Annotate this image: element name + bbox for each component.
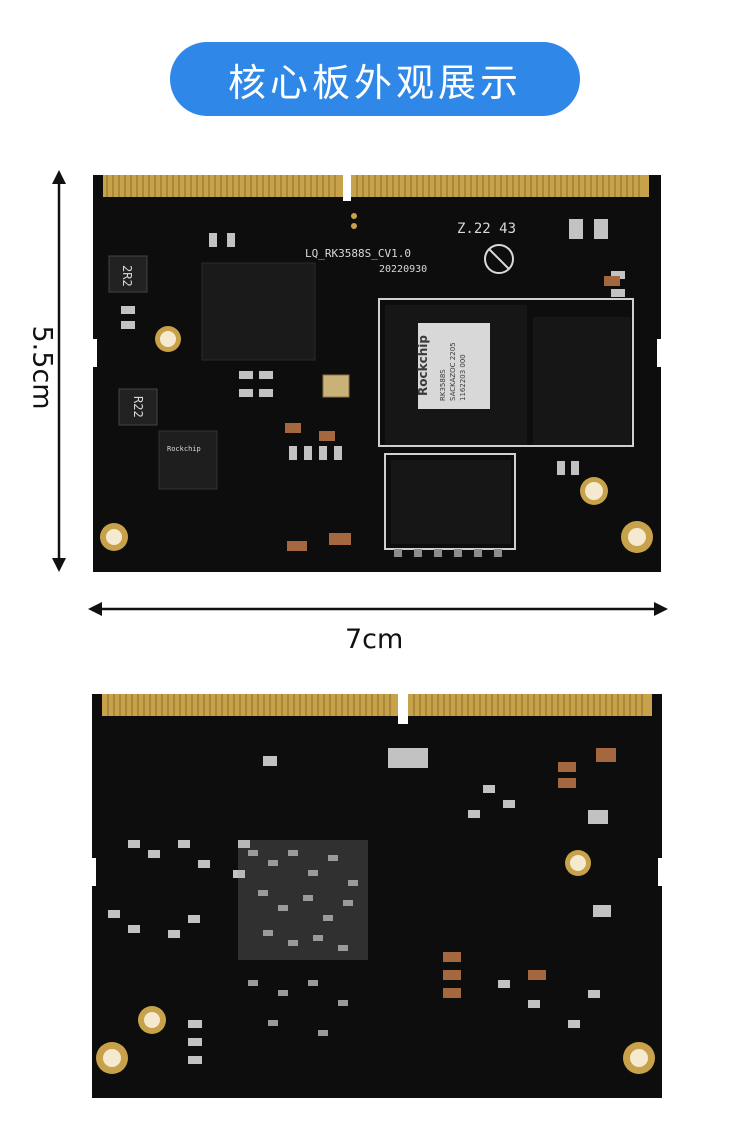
height-dimension-arrow: [52, 170, 66, 572]
inductor-2r2-text: 2R2: [120, 265, 134, 287]
soc-line2-text: SACKAZOC 2205: [449, 342, 457, 401]
no-lead-icon: [484, 244, 514, 274]
board-date-text: 20220930: [379, 264, 427, 275]
board-lot-text: Z.22 43: [457, 221, 516, 237]
top-board-drawing: Rockchip RK3588S SACKAZOC 2205 1162203 0…: [93, 175, 661, 572]
board-model-text: LQ_RK3588S_CV1.0: [305, 247, 411, 260]
core-board-top-view: Rockchip RK3588S SACKAZOC 2205 1162203 0…: [89, 171, 665, 576]
width-label: 7cm: [345, 624, 404, 655]
page-title: 核心板外观展示: [170, 42, 580, 116]
bottom-board-drawing: [92, 694, 662, 1098]
inductor-r22-text: R22: [131, 396, 145, 418]
soc-line1-text: RK3588S: [439, 369, 447, 401]
core-board-bottom-view: [88, 690, 666, 1102]
soc-line3-text: 1162203 000: [459, 354, 467, 401]
height-label: 5.5cm: [26, 325, 58, 410]
width-dimension-arrow: [88, 602, 668, 616]
pmic-brand-text: Rockchip: [167, 445, 201, 453]
soc-brand-text: Rockchip: [416, 335, 430, 396]
